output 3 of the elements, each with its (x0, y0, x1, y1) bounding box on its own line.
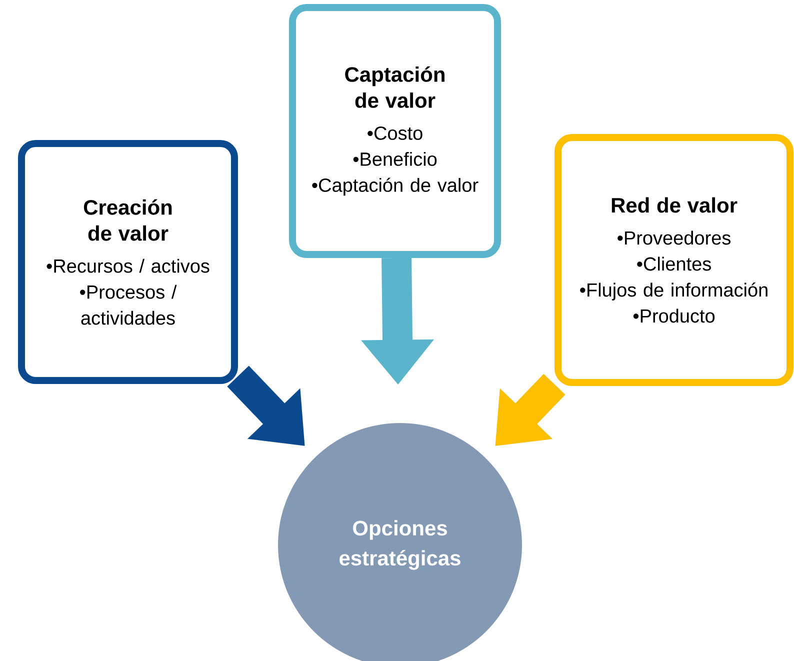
rounded-box: Creación de valor •Recursos / activos •Procesos / actividades (18, 140, 238, 384)
rounded-box: Captación de valor •Costo •Beneficio •Captación de valor (289, 4, 501, 258)
rounded-box: Red de valor •Proveedores •Clientes •Flujos de información •Producto (554, 134, 794, 386)
